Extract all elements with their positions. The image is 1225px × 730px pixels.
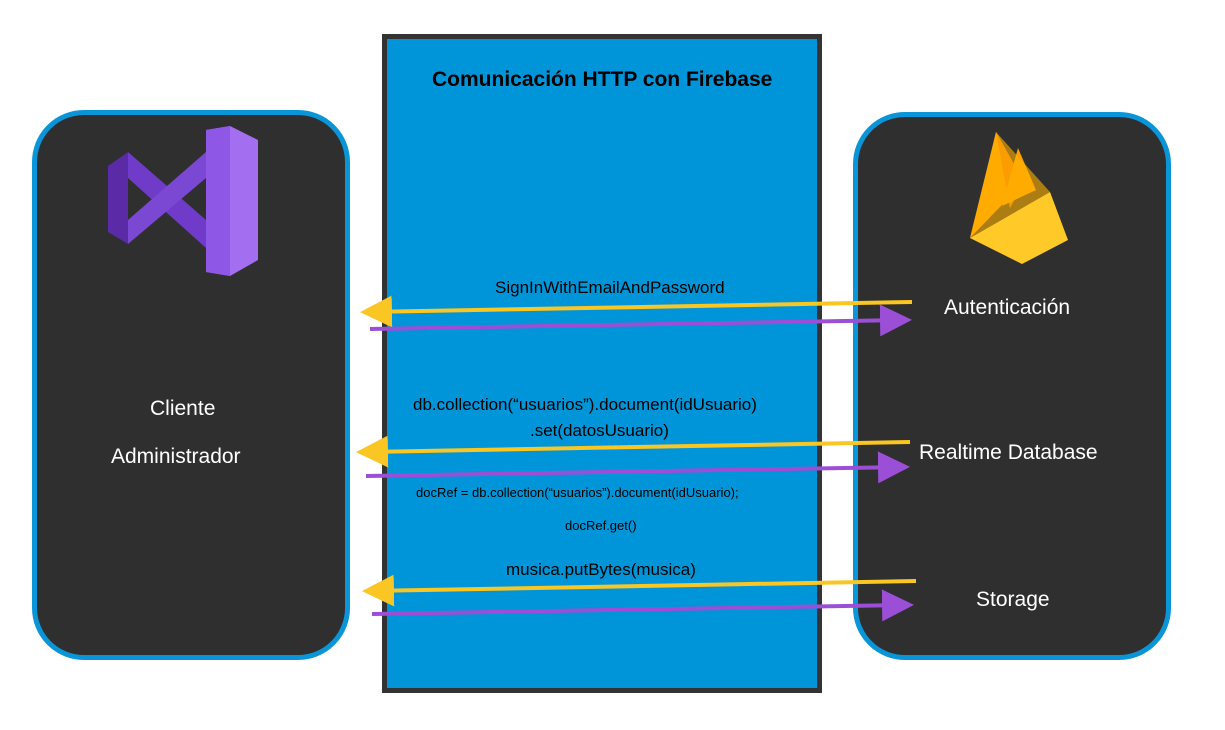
firebase-icon: [970, 132, 1068, 264]
client-panel: [32, 110, 350, 660]
diagram-title: Comunicación HTTP con Firebase: [432, 68, 773, 91]
db-response-arrow: [356, 435, 911, 468]
visual-studio-icon: [108, 126, 258, 276]
db-set-label-line2: .set(datosUsuario): [530, 421, 669, 440]
service-autenticacion: Autenticación: [944, 296, 1071, 319]
auth-call-label: SignInWithEmailAndPassword: [495, 278, 725, 297]
storage-call-label: musica.putBytes(musica): [506, 560, 696, 579]
db-get-label-line1: docRef = db.collection(“usuarios”).docum…: [416, 485, 739, 500]
db-set-label-line1: db.collection(“usuarios”).document(idUsu…: [413, 395, 757, 414]
auth-response-arrow: [360, 295, 913, 328]
service-storage: Storage: [976, 588, 1050, 611]
storage-response-arrow: [362, 574, 917, 607]
storage-request-arrow: [371, 589, 914, 622]
client-label-line2: Administrador: [111, 445, 241, 468]
db-get-label-line2: docRef.get(): [565, 518, 637, 533]
service-realtime-database: Realtime Database: [919, 441, 1098, 464]
client-label-line1: Cliente: [150, 397, 216, 420]
db-request-arrow: [365, 451, 910, 484]
auth-request-arrow: [369, 304, 912, 337]
